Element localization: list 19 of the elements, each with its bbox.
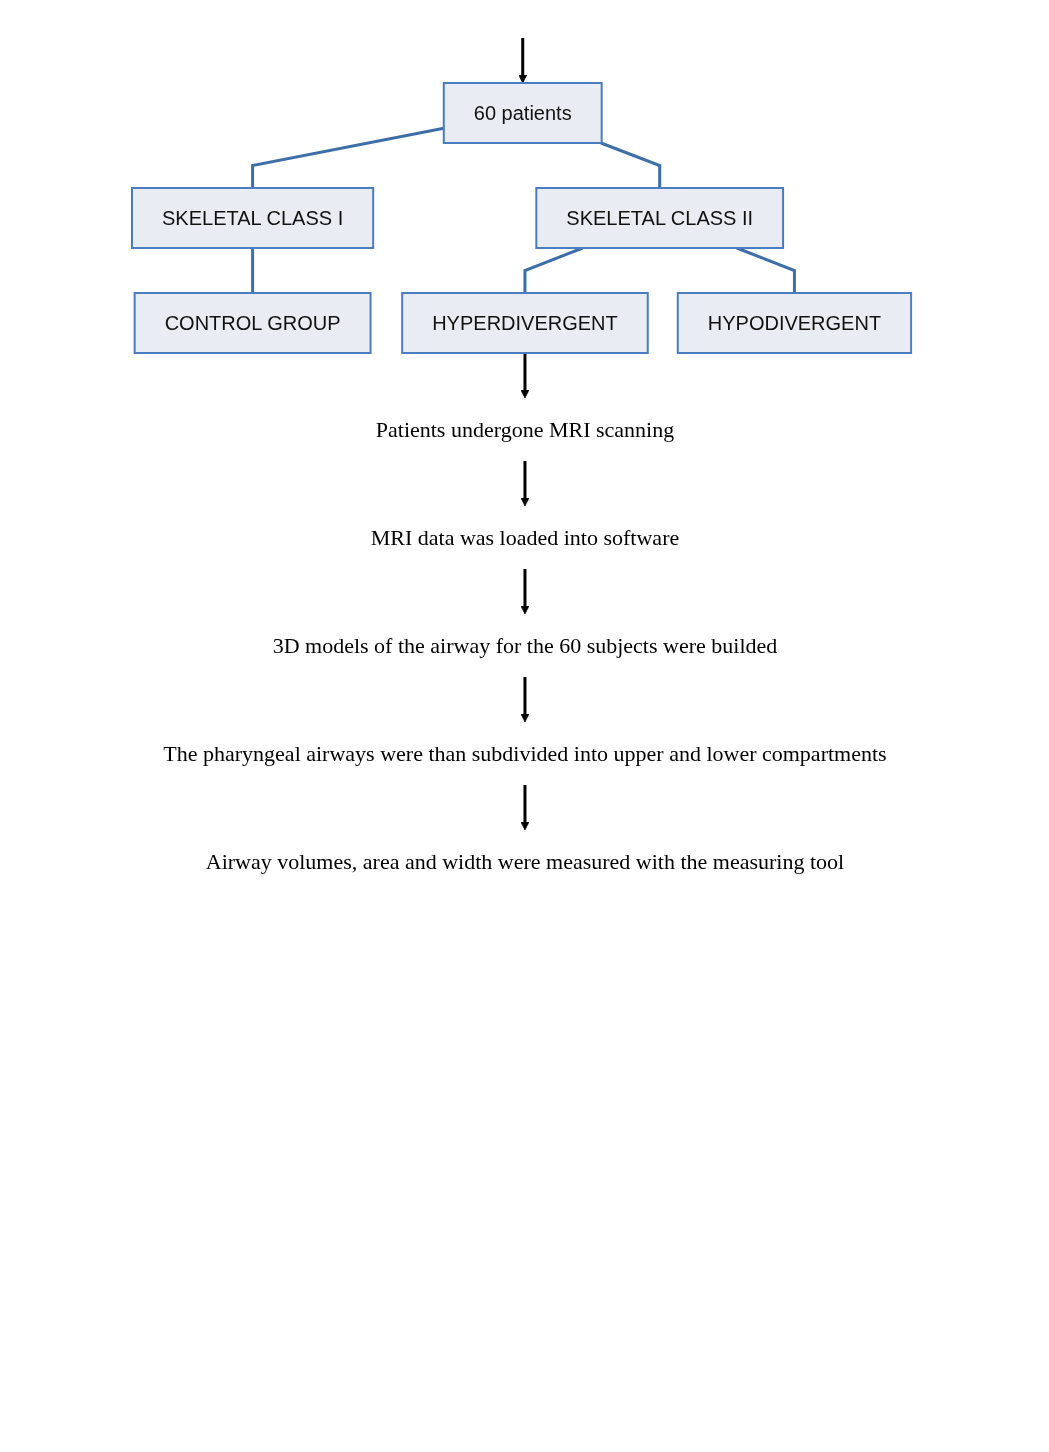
arrow	[520, 353, 530, 399]
connector	[251, 248, 255, 293]
node-box: SKELETAL CLASS II	[535, 187, 785, 249]
connector	[600, 141, 662, 188]
node-box: CONTROL GROUP	[133, 292, 372, 354]
node-box: HYPODIVERGENT	[676, 292, 913, 354]
node-text: Airway volumes, area and width were measured with the measuring tool	[205, 848, 845, 874]
arrow	[520, 569, 530, 615]
node-box: HYPERDIVERGENT	[401, 292, 649, 354]
node-box: SKELETAL CLASS I	[131, 187, 375, 249]
arrow	[518, 38, 528, 84]
arrow	[520, 461, 530, 507]
node-box: 60 patients	[443, 82, 603, 144]
node-text: The pharyngeal airways were than subdivided into upper and lower compartments	[163, 740, 887, 766]
arrow	[520, 785, 530, 831]
node-text: Patients undergone MRI scanning	[375, 416, 675, 442]
node-text: MRI data was loaded into software	[370, 524, 680, 550]
arrow	[520, 677, 530, 723]
node-text: 3D models of the airway for the 60 subjects were builded	[272, 632, 778, 658]
